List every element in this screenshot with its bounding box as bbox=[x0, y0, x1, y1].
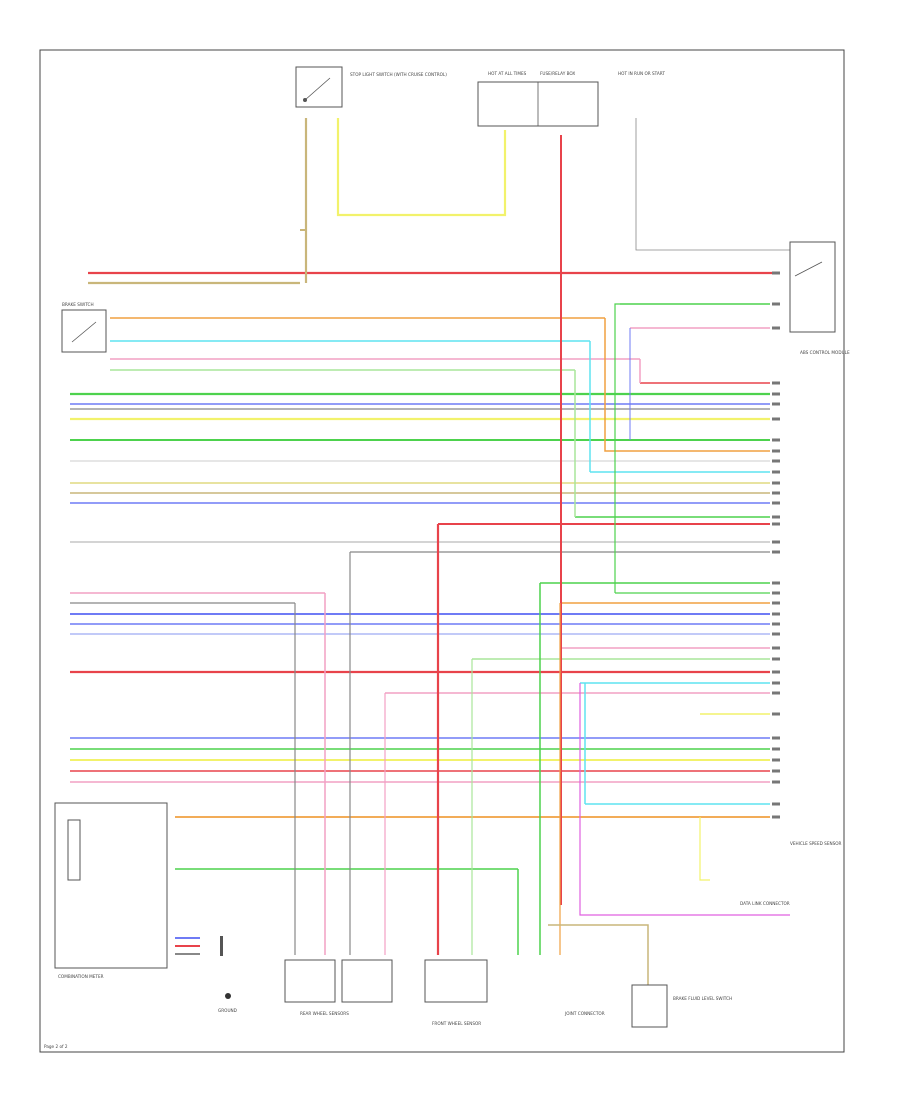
brake-fluid-switch: BRAKE FLUID LEVEL SWITCH bbox=[631, 984, 732, 1028]
connector-pin bbox=[772, 581, 780, 585]
brake-fluid-switch-label: BRAKE FLUID LEVEL SWITCH bbox=[673, 996, 732, 1001]
wire-magenta-v bbox=[579, 683, 790, 916]
brake-switch-blade bbox=[71, 321, 97, 343]
wire-yellow-v bbox=[336, 118, 507, 217]
connector-pin bbox=[772, 501, 780, 505]
rear-wheel-sensor-label: REAR WHEEL SENSORS bbox=[300, 1011, 349, 1016]
wire-green-v bbox=[614, 303, 620, 593]
hot-at-all-times-label: HOT AT ALL TIMES bbox=[488, 71, 527, 76]
meter-bulbs bbox=[67, 819, 81, 881]
connector-pin bbox=[772, 392, 780, 396]
wire-yellow-v2 bbox=[699, 817, 710, 881]
connector-pin bbox=[772, 601, 780, 605]
combination-meter-label: COMBINATION METER bbox=[58, 974, 104, 979]
abs-module-label: ABS CONTROL MODULE bbox=[800, 350, 850, 355]
connector-pin bbox=[772, 522, 780, 526]
front-wheel-sensor: FRONT WHEEL SENSOR bbox=[424, 959, 488, 1026]
stop-light-switch-label: STOP LIGHT SWITCH (WITH CRUISE CONTROL) bbox=[350, 72, 447, 77]
relay-box bbox=[789, 241, 836, 333]
brake-switch-label: BRAKE SWITCH bbox=[62, 302, 94, 307]
connector-pin bbox=[772, 438, 780, 442]
wire-orange-v bbox=[604, 318, 610, 452]
connector-pin bbox=[772, 612, 780, 616]
connector-pin bbox=[772, 691, 780, 695]
connector-pin bbox=[772, 802, 780, 806]
diagram-border bbox=[39, 49, 845, 1053]
connector-pin bbox=[772, 381, 780, 385]
connector-pin bbox=[772, 470, 780, 474]
connector-pin bbox=[772, 712, 780, 716]
front-wheel-sensor-label: FRONT WHEEL SENSOR bbox=[432, 1021, 481, 1026]
connector-pin bbox=[772, 515, 780, 519]
abs-module-pins bbox=[772, 271, 780, 819]
connector-pin bbox=[772, 622, 780, 626]
switch-pivot bbox=[303, 98, 307, 102]
connector-pin bbox=[772, 670, 780, 674]
fuse-block-label: FUSE/RELAY BOX bbox=[540, 71, 575, 76]
page-label: Page 2 of 2 bbox=[44, 1044, 68, 1049]
connector-pin bbox=[772, 646, 780, 650]
connector-pin bbox=[772, 758, 780, 762]
switch-blade bbox=[304, 77, 331, 101]
connector-pin bbox=[772, 747, 780, 751]
wire-tan-v3 bbox=[548, 924, 649, 990]
connector-pin bbox=[772, 402, 780, 406]
connector-pin bbox=[772, 326, 780, 330]
connector-pin bbox=[772, 681, 780, 685]
connector-pin bbox=[772, 550, 780, 554]
ground-label: GROUND bbox=[218, 1008, 237, 1013]
connector-pin bbox=[772, 302, 780, 306]
wire-legend bbox=[175, 936, 223, 956]
connector-pin bbox=[772, 780, 780, 784]
connector-pin bbox=[772, 815, 780, 819]
connector-pin bbox=[772, 459, 780, 463]
relay-blade bbox=[794, 261, 823, 277]
rear-wheel-sensors: REAR WHEEL SENSORS bbox=[284, 959, 393, 1016]
connector-pin bbox=[772, 481, 780, 485]
joint-connector-label: JOINT CONNECTOR bbox=[564, 1011, 605, 1016]
connector-pin bbox=[772, 540, 780, 544]
connector-pin bbox=[772, 736, 780, 740]
connector-pin bbox=[772, 769, 780, 773]
brake-switch-box bbox=[61, 309, 107, 353]
joint-connector: JOINT CONNECTOR bbox=[564, 1011, 605, 1016]
connector-pin bbox=[772, 491, 780, 495]
connector-pin bbox=[772, 417, 780, 421]
data-link-label: DATA LINK CONNECTOR bbox=[740, 901, 790, 906]
ground-symbol: GROUND bbox=[218, 993, 237, 1013]
stop-light-switch-box bbox=[295, 66, 343, 108]
connector-pin bbox=[772, 271, 780, 275]
connector-pin bbox=[772, 449, 780, 453]
vehicle-speed-label: VEHICLE SPEED SENSOR bbox=[790, 841, 842, 846]
wire-group bbox=[70, 118, 836, 990]
connector-pin bbox=[772, 657, 780, 661]
connector-pin bbox=[772, 591, 780, 595]
connector-pin bbox=[772, 632, 780, 636]
hot-in-run-label: HOT IN RUN OR START bbox=[618, 71, 665, 76]
